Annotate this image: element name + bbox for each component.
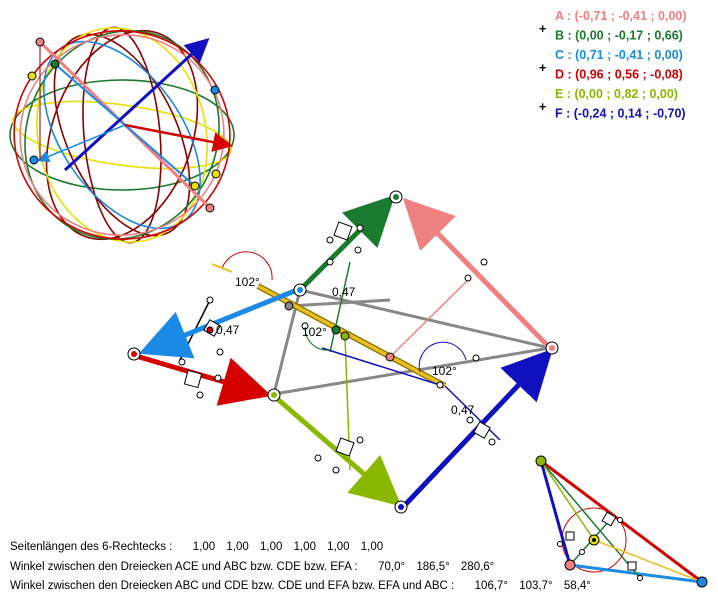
info-line1-value: 1,00 — [327, 541, 350, 553]
legend-plus-icon: + — [539, 100, 546, 114]
hexagon-main: 102° 102° 102° 0,47 0,47 0,47 — [127, 190, 559, 514]
angle-label-3: 102° — [432, 364, 457, 378]
edge-E-F — [272, 394, 402, 507]
sphere-latitude-rings — [9, 26, 235, 244]
angle-label-2: 102° — [302, 325, 327, 339]
edge-C-D — [138, 285, 303, 359]
info-line-angles-ace: Winkel zwischen den Dreiecken ACE und AB… — [10, 561, 494, 573]
info-line1-value: 1,00 — [192, 541, 216, 553]
legend-entry-b: B : (0,00 ; -0,17 ; 0,66) — [555, 29, 683, 43]
sphere-points — [27, 37, 221, 213]
info-line-side-lengths: Seitenlängen des 6-Rechtecks : 1,00 1,00… — [10, 541, 383, 553]
sphere-axes — [37, 37, 233, 210]
legend-entry-d: D : (0,96 ; 0,56 ; -0,08) — [555, 68, 683, 82]
triangle-view — [535, 455, 708, 588]
info-line1-value: 1,00 — [293, 541, 316, 553]
tick-handles — [178, 224, 496, 474]
info-line2-value: 280,6° — [460, 561, 495, 573]
coordinate-legend: + A : (-0,71 ; -0,41 ; 0,00) B : (0,00 ; -… — [539, 9, 687, 121]
legend-plus-icon: + — [539, 61, 546, 75]
hexagon-vertices — [127, 190, 559, 514]
length-label-2: 0,47 — [216, 323, 240, 337]
length-label-1: 0,47 — [332, 285, 356, 299]
info-line3-label: Winkel zwischen den Dreiecken ABC und CD… — [10, 580, 455, 592]
sphere-view — [9, 26, 235, 244]
edge-A-B — [403, 197, 550, 348]
edge-B-C — [300, 194, 396, 290]
info-line2-value: 186,5° — [416, 561, 450, 573]
hexagon-edges — [135, 194, 553, 508]
legend-entry-f: F : (-0,24 ; 0,14 ; -0,70) — [555, 107, 686, 121]
info-line3-value: 106,7° — [474, 580, 509, 592]
info-line-angles-abc: Winkel zwischen den Dreiecken ABC und CD… — [10, 580, 591, 592]
legend-plus-icon: + — [539, 22, 546, 36]
angle-label-1: 102° — [235, 275, 260, 289]
info-line2-label: Winkel zwischen den Dreiecken ACE und AB… — [10, 561, 358, 573]
info-line1-value: 1,00 — [226, 541, 249, 553]
info-line1-value: 1,00 — [360, 541, 384, 553]
info-line2-value: 70,0° — [378, 561, 406, 573]
legend-entry-e: E : (0,00 ; 0,82 ; 0,00) — [555, 87, 678, 101]
info-line1-value: 1,00 — [259, 541, 283, 553]
info-line3-value: 58,4° — [563, 580, 591, 592]
info-line3-value: 103,7° — [519, 580, 553, 592]
length-label-3: 0,47 — [451, 403, 475, 417]
legend-entry-c: C : (0,71 ; -0,41 ; 0,00) — [555, 48, 683, 62]
info-line1-label: Seitenlängen des 6-Rechtecks : — [10, 541, 173, 553]
legend-entry-a: A : (-0,71 ; -0,41 ; 0,00) — [555, 9, 687, 23]
